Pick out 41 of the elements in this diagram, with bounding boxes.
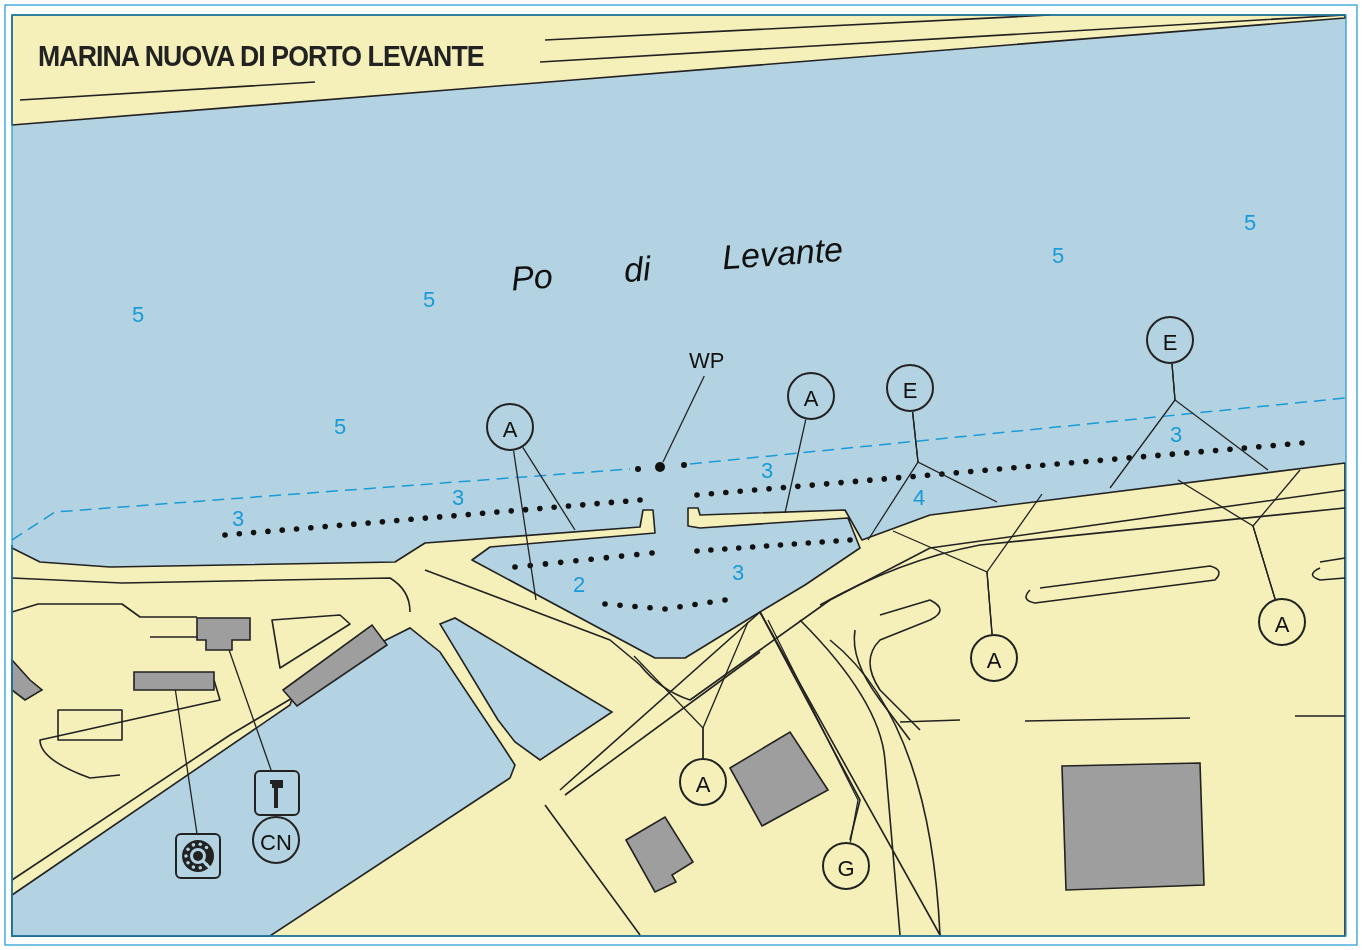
- leader-line: [1252, 469, 1301, 600]
- river-name: di: [622, 251, 652, 287]
- leader-line: [662, 375, 705, 463]
- depth-sounding: 5: [334, 416, 347, 438]
- leader-line: [174, 689, 198, 834]
- depth-sounding: 3: [732, 562, 745, 584]
- depth-sounding: 3: [1170, 424, 1183, 446]
- callout-circle: A: [787, 372, 835, 420]
- callout-circle: G: [822, 842, 870, 890]
- leader-line: [784, 418, 807, 514]
- leader-line: [522, 446, 576, 531]
- building: [133, 671, 215, 691]
- river-name: Po: [509, 258, 554, 296]
- depth-sounding: 5: [132, 304, 145, 326]
- leader-line: [228, 649, 272, 771]
- callout-circle: E: [886, 364, 934, 412]
- depth-sounding: 2: [573, 574, 586, 596]
- leader-line: [986, 493, 1043, 635]
- leader-line: [1171, 363, 1269, 471]
- callout-circle: CN: [252, 816, 300, 864]
- depth-sounding: 5: [1244, 212, 1257, 234]
- callout-circle: A: [970, 634, 1018, 682]
- map-title: MARINA NUOVA DI PORTO LEVANTE: [38, 40, 484, 73]
- fuel-pump-icon: [254, 770, 300, 816]
- leader-line: [767, 619, 859, 844]
- leader-line: [911, 411, 998, 503]
- leader-line: [512, 450, 537, 601]
- callout-circle: A: [679, 758, 727, 806]
- depth-sounding: 3: [232, 508, 245, 530]
- telephone-icon: [175, 833, 221, 879]
- depth-sounding: 4: [913, 487, 926, 509]
- depth-sounding: 3: [452, 487, 465, 509]
- depth-sounding: 5: [1052, 245, 1065, 267]
- callout-circle: A: [486, 403, 534, 451]
- callout-circle: E: [1146, 316, 1194, 364]
- waypoint-label: WP: [689, 348, 725, 374]
- depth-sounding: 3: [761, 460, 774, 482]
- callout-circle: A: [1258, 598, 1306, 646]
- depth-sounding: 5: [423, 289, 436, 311]
- river-name: Levante: [720, 231, 845, 275]
- leader-line: [702, 621, 749, 759]
